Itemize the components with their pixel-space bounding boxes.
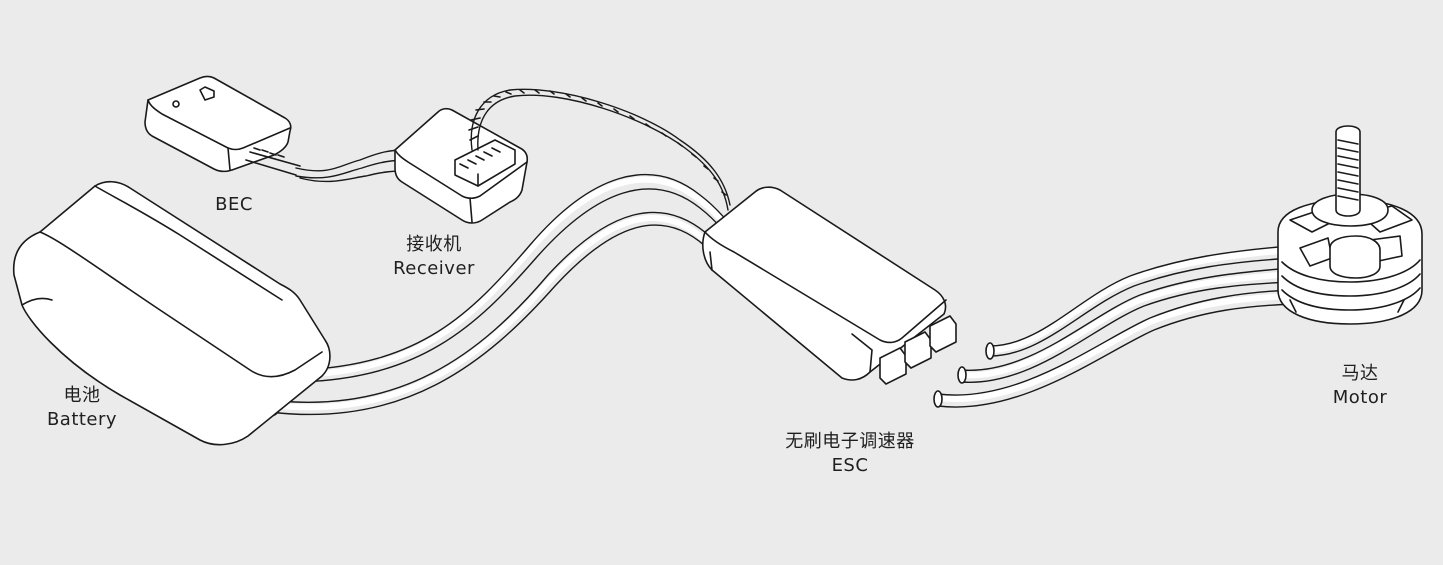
motor-label-en: Motor	[1332, 387, 1388, 408]
battery-power-wires	[264, 173, 748, 417]
battery-label-en: Battery	[46, 409, 118, 430]
motor-label-zh: 马达	[1341, 363, 1379, 384]
signal-wire-twisted	[468, 88, 731, 211]
esc-unit	[702, 186, 957, 385]
battery-label-zh: 电池	[63, 385, 101, 406]
battery-pack	[12, 180, 331, 446]
motor-label: 马达 Motor	[1314, 362, 1406, 410]
receiver-module	[394, 107, 529, 224]
receiver-label-zh: 接收机	[406, 234, 462, 255]
receiver-label-en: Receiver	[393, 258, 475, 279]
bec-label-en: BEC	[215, 194, 253, 215]
esc-label-zh: 无刷电子调速器	[785, 431, 915, 452]
bec-label: BEC	[200, 193, 268, 217]
motor-unit	[1277, 125, 1423, 325]
motor-phase-wires	[933, 245, 1295, 408]
battery-label: 电池 Battery	[30, 384, 134, 432]
esc-label-en: ESC	[831, 455, 869, 476]
esc-label: 无刷电子调速器 ESC	[768, 430, 932, 478]
bec-module	[144, 75, 411, 183]
receiver-label: 接收机 Receiver	[376, 233, 492, 281]
